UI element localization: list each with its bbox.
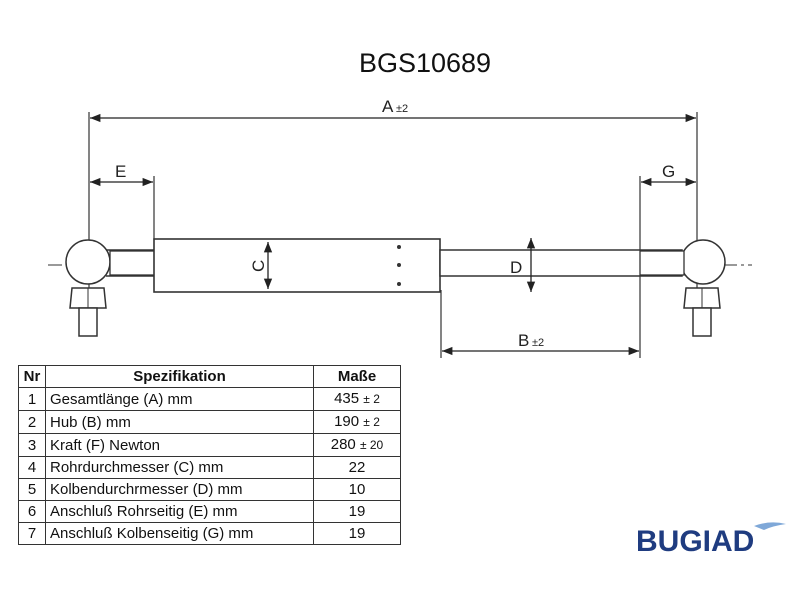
table-row: 1 Gesamtlänge (A) mm 435 ± 2 bbox=[18, 387, 401, 411]
row-nr: 1 bbox=[18, 387, 46, 411]
right-socket-collar bbox=[639, 250, 685, 276]
row-value: 22 bbox=[348, 459, 366, 476]
row-value: 19 bbox=[348, 503, 366, 520]
row-tolerance: ± 2 bbox=[363, 415, 380, 429]
dim-tol-a: ±2 bbox=[396, 103, 408, 115]
row-value-cell: 435 ± 2 bbox=[313, 387, 401, 411]
table-row: 5 Kolbendurchrmesser (D) mm 10 bbox=[18, 478, 401, 501]
left-socket-neck bbox=[106, 249, 155, 277]
tube-dot-2 bbox=[397, 263, 401, 267]
dim-label-a: A bbox=[382, 97, 394, 116]
row-nr: 7 bbox=[18, 522, 46, 545]
row-value: 280 bbox=[330, 436, 356, 453]
row-spec: Gesamtlänge (A) mm bbox=[45, 387, 314, 411]
spec-table: Nr Spezifikation Maße 1 Gesamtlänge (A) … bbox=[18, 365, 401, 545]
row-spec: Rohrdurchmesser (C) mm bbox=[45, 456, 314, 479]
row-tolerance: ± 20 bbox=[359, 438, 384, 452]
dim-label-e: E bbox=[115, 162, 126, 181]
row-value-cell: 10 bbox=[313, 478, 401, 501]
left-ball-socket bbox=[65, 239, 111, 285]
row-value-cell: 19 bbox=[313, 522, 401, 545]
row-spec: Anschluß Rohrseitig (E) mm bbox=[45, 500, 314, 523]
row-value-cell: 280 ± 20 bbox=[313, 433, 401, 457]
row-value: 435 bbox=[334, 390, 360, 407]
header-nr: Nr bbox=[18, 365, 46, 388]
row-nr: 6 bbox=[18, 500, 46, 523]
cylinder-tube bbox=[153, 238, 441, 293]
dim-label-g: G bbox=[662, 162, 675, 181]
row-nr: 3 bbox=[18, 433, 46, 457]
brand-logo: BUGIAD bbox=[636, 525, 755, 558]
right-stud-bolt bbox=[692, 307, 712, 337]
header-spec: Spezifikation bbox=[45, 365, 314, 388]
row-value: 190 bbox=[334, 413, 360, 430]
row-tolerance: ± 2 bbox=[363, 392, 380, 406]
tube-dot-1 bbox=[397, 245, 401, 249]
table-row: 4 Rohrdurchmesser (C) mm 22 bbox=[18, 456, 401, 479]
table-row: 3 Kraft (F) Newton 280 ± 20 bbox=[18, 433, 401, 457]
row-value-cell: 22 bbox=[313, 456, 401, 479]
left-stud-bolt bbox=[78, 307, 98, 337]
row-spec: Kraft (F) Newton bbox=[45, 433, 314, 457]
row-value-cell: 190 ± 2 bbox=[313, 410, 401, 434]
row-value: 19 bbox=[348, 525, 366, 542]
drawing-title: BGS10689 bbox=[359, 48, 491, 78]
table-row: 2 Hub (B) mm 190 ± 2 bbox=[18, 410, 401, 434]
left-socket-collar bbox=[109, 250, 156, 276]
row-value-cell: 19 bbox=[313, 500, 401, 523]
table-header-row: Nr Spezifikation Maße bbox=[18, 365, 401, 388]
tube-dot-3 bbox=[397, 282, 401, 286]
table-row: 7 Anschluß Kolbenseitig (G) mm 19 bbox=[18, 522, 401, 545]
dim-label-d: D bbox=[510, 258, 522, 277]
row-value: 10 bbox=[348, 481, 366, 498]
dim-tol-b: ±2 bbox=[532, 337, 544, 349]
row-nr: 5 bbox=[18, 478, 46, 501]
dim-label-c: C bbox=[249, 260, 268, 272]
right-ball-socket bbox=[680, 239, 726, 285]
dim-label-b: B bbox=[518, 331, 529, 350]
row-nr: 2 bbox=[18, 410, 46, 434]
row-spec: Kolbendurchrmesser (D) mm bbox=[45, 478, 314, 501]
row-spec: Anschluß Kolbenseitig (G) mm bbox=[45, 522, 314, 545]
row-spec: Hub (B) mm bbox=[45, 410, 314, 434]
table-row: 6 Anschluß Rohrseitig (E) mm 19 bbox=[18, 500, 401, 523]
row-nr: 4 bbox=[18, 456, 46, 479]
header-value: Maße bbox=[313, 365, 401, 388]
brand-swoosh-icon bbox=[754, 522, 786, 530]
